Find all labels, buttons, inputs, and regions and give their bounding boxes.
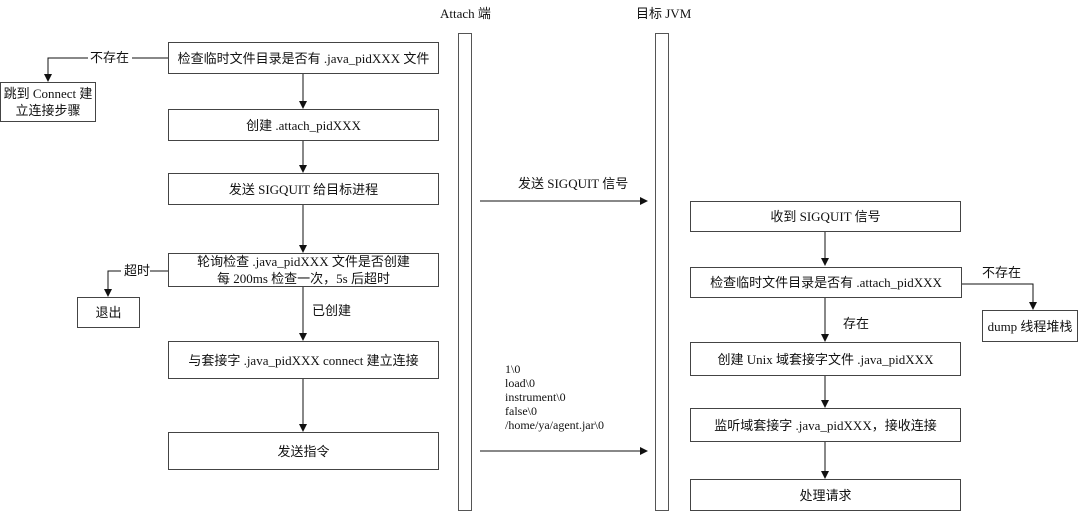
- payload-line: 1\0: [505, 362, 521, 376]
- exist-label: 存在: [843, 316, 870, 331]
- dump-thread-stack-box: dump 线程堆栈: [982, 310, 1078, 342]
- arrow-right-not-exist: [962, 283, 1037, 310]
- check-attach-pid-box: 检查临时文件目录是否有 .attach_pidXXX: [690, 267, 962, 298]
- jump-connect-line-2: 立连接步骤: [15, 103, 81, 118]
- payload-line: false\0: [505, 404, 537, 418]
- target-lane-bar: [655, 33, 669, 511]
- jump-connect-line-1: 跳到 Connect 建: [3, 86, 93, 101]
- exit-box: 退出: [77, 297, 140, 328]
- signal-message-label: 发送 SIGQUIT 信号: [518, 176, 629, 191]
- timeout-label: 超时: [124, 263, 151, 278]
- attach-lane-bar: [458, 33, 472, 511]
- recv-sigquit-box: 收到 SIGQUIT 信号: [690, 201, 961, 232]
- send-sigquit-box: 发送 SIGQUIT 给目标进程: [168, 173, 439, 205]
- create-unix-socket-box: 创建 Unix 域套接字文件 .java_pidXXX: [690, 342, 961, 376]
- send-command-box: 发送指令: [168, 432, 439, 470]
- arrow-not-exist-down: [44, 57, 88, 82]
- poll-check-box: 轮询检查 .java_pidXXX 文件是否创建 每 200ms 检查一次，5s…: [168, 253, 439, 287]
- payload-line: instrument\0: [505, 390, 566, 404]
- listen-socket-box: 监听域套接字 .java_pidXXX，接收连接: [690, 408, 961, 442]
- poll-check-line-1: 轮询检查 .java_pidXXX 文件是否创建: [197, 254, 410, 269]
- target-lane-title: 目标 JVM: [636, 6, 692, 21]
- create-attach-pid-box: 创建 .attach_pidXXX: [168, 109, 439, 141]
- poll-check-line-2: 每 200ms 检查一次，5s 后超时: [217, 271, 390, 286]
- check-java-pid-box: 检查临时文件目录是否有 .java_pidXXX 文件: [168, 42, 439, 74]
- handle-request-box: 处理请求: [690, 479, 961, 511]
- attach-lane-title: Attach 端: [440, 6, 491, 21]
- payload-line: load\0: [505, 376, 535, 390]
- arrow-timeout-down: [104, 270, 121, 297]
- jump-connect-box: 跳到 Connect 建 立连接步骤: [0, 82, 96, 122]
- created-label: 已创建: [312, 303, 352, 318]
- payload-line: /home/ya/agent.jar\0: [505, 418, 604, 432]
- payload-message: 1\0 load\0 instrument\0 false\0 /home/ya…: [505, 362, 604, 432]
- connect-socket-box: 与套接字 .java_pidXXX connect 建立连接: [168, 341, 439, 379]
- not-exist-label: 不存在: [90, 50, 130, 65]
- right-not-exist-label: 不存在: [982, 265, 1022, 280]
